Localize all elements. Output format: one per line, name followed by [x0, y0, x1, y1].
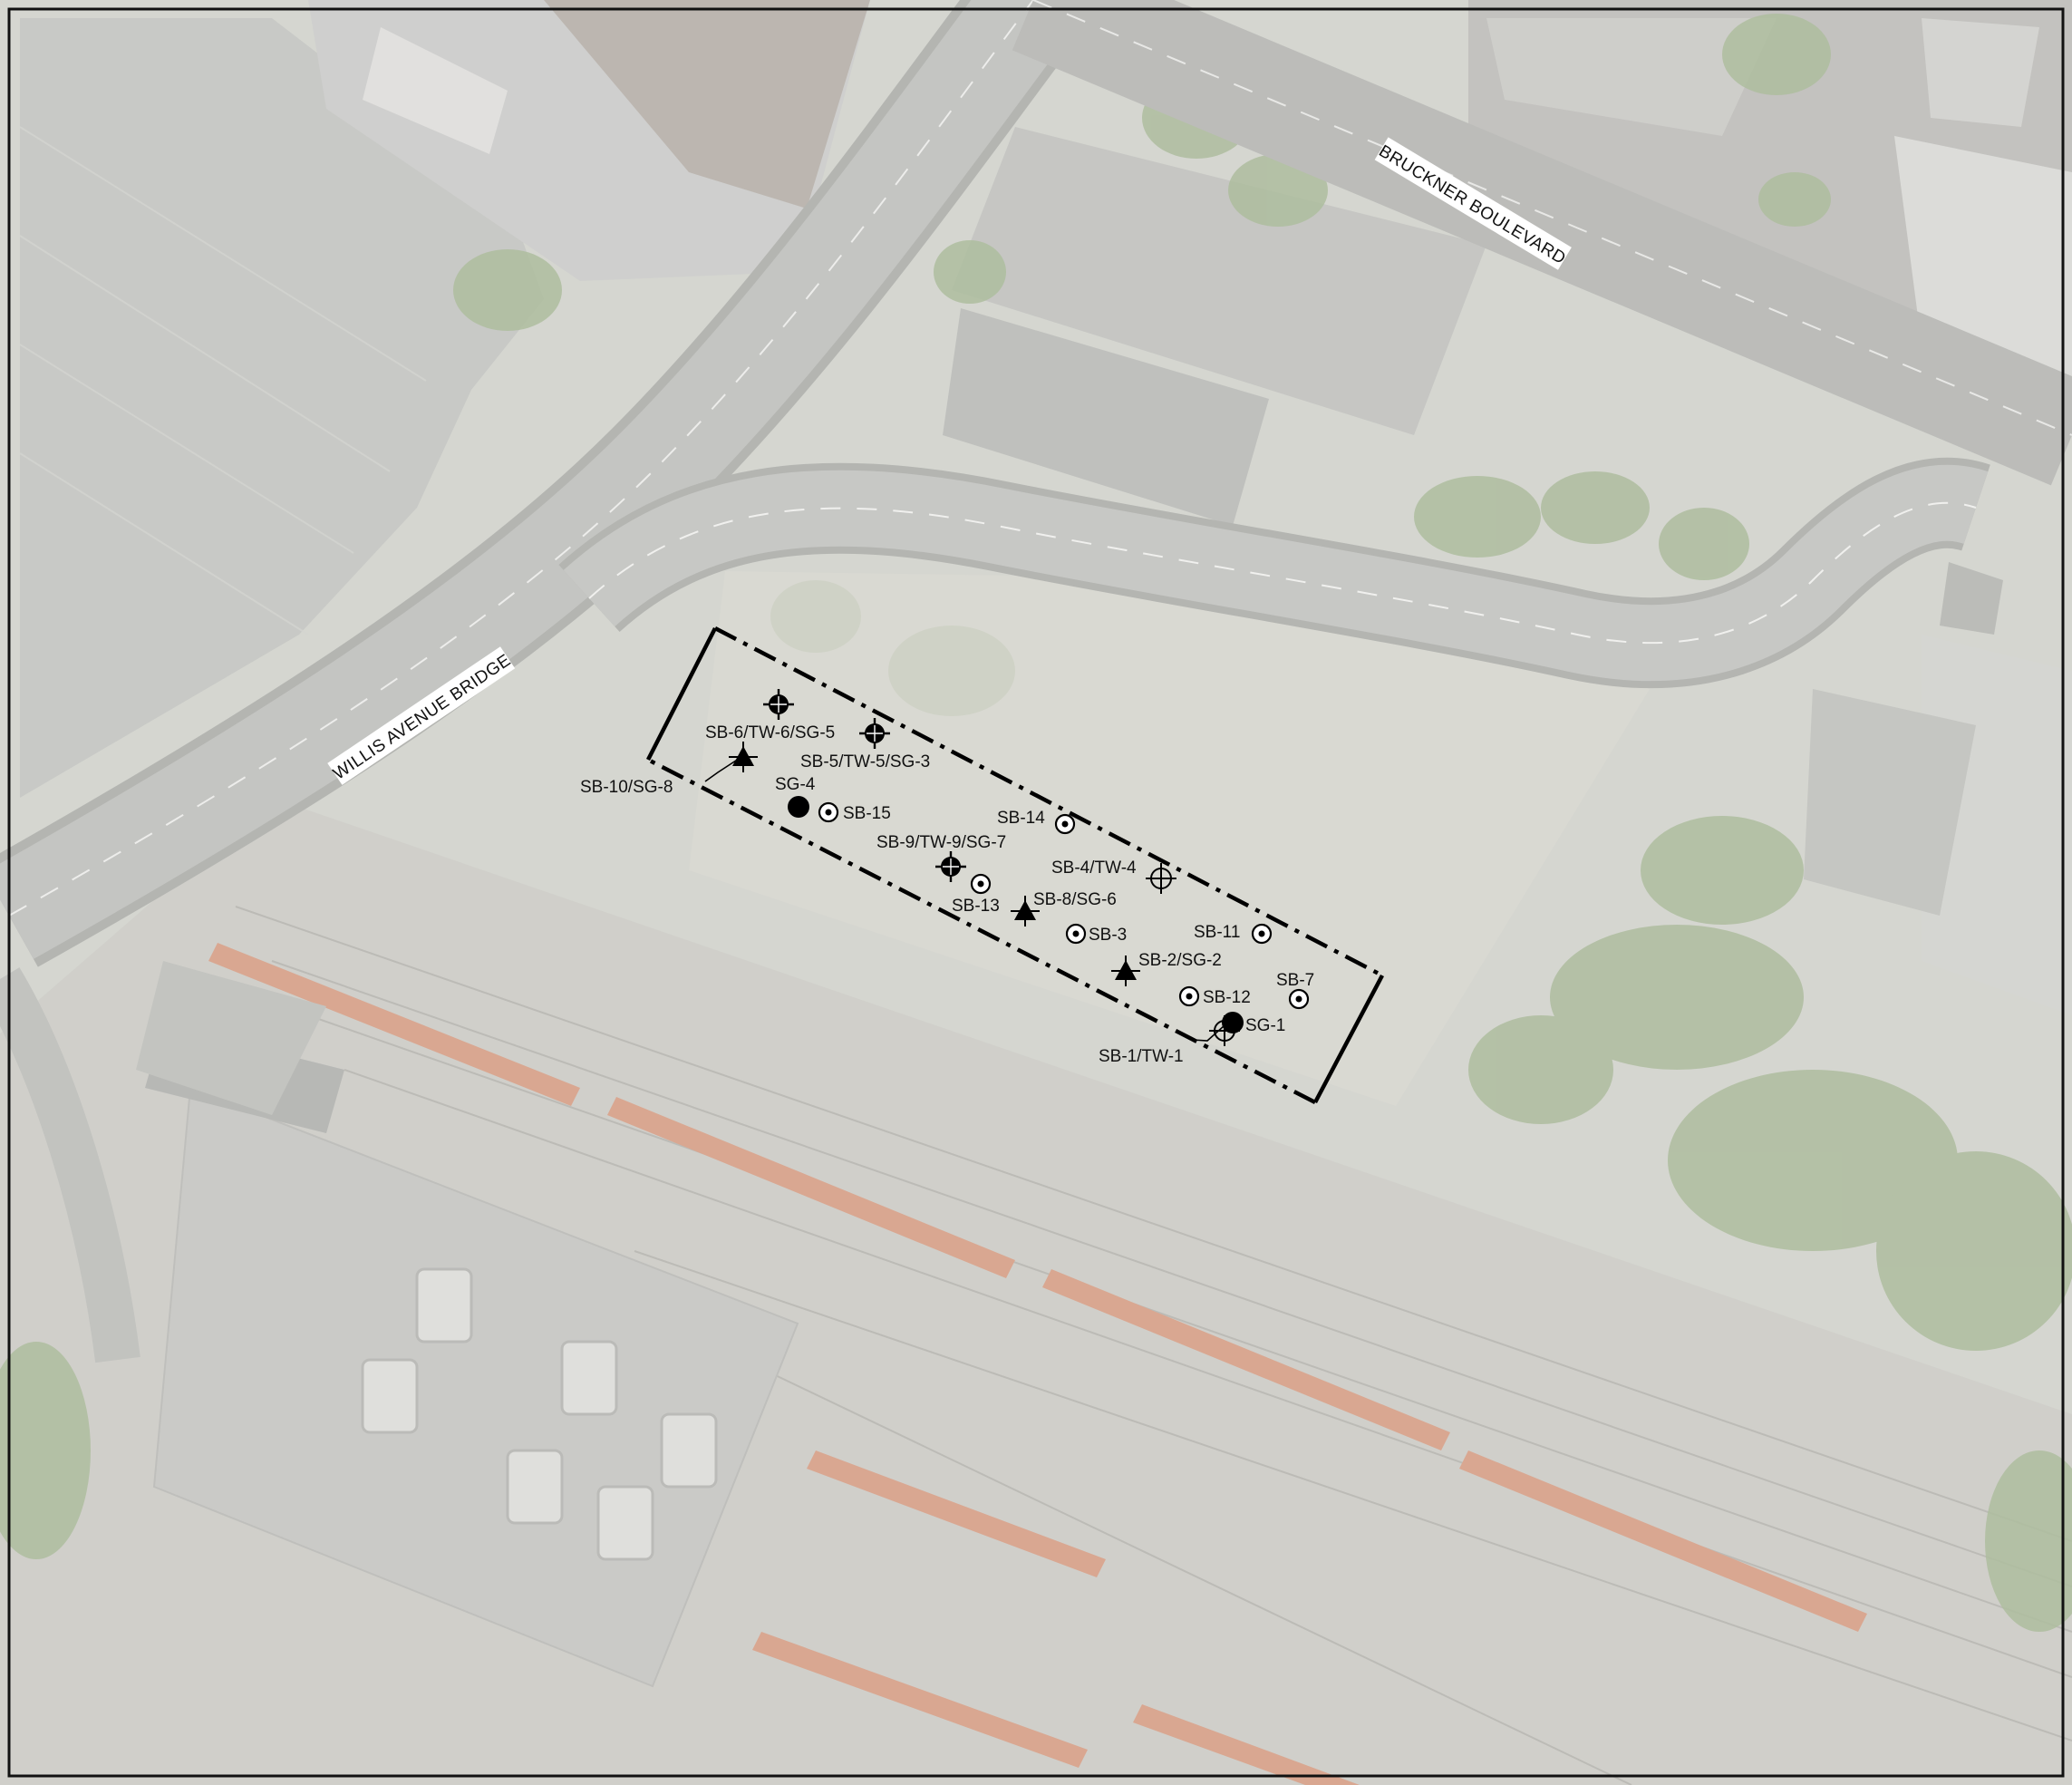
sample-label-sb5: SB-5/TW-5/SG-3: [800, 752, 930, 771]
sample-label-sb8: SB-8/SG-6: [1033, 890, 1117, 909]
sample-marker-sb13: [970, 873, 992, 895]
sample-label-sb14: SB-14: [997, 809, 1045, 828]
sample-marker-sg4: [788, 796, 809, 818]
sample-label-sg4: SG-4: [775, 775, 816, 794]
sample-label-sb12: SB-12: [1203, 988, 1251, 1007]
sample-marker-sb3: [1065, 923, 1087, 945]
sample-marker-sb14: [1054, 813, 1076, 835]
bridge-ramp: [558, 457, 1990, 689]
sample-label-sb3: SB-3: [1089, 926, 1127, 945]
site-boundary: [645, 626, 1384, 1105]
site-lot: [689, 571, 1650, 1106]
sample-marker-sb11: [1251, 923, 1273, 945]
parking-lot: [20, 18, 544, 798]
bruckner-roadway: [1012, 0, 2072, 486]
sample-label-sb4: SB-4/TW-4: [1051, 859, 1137, 878]
sample-label-sb13: SB-13: [952, 897, 1000, 916]
map-frame: [7, 7, 2065, 1778]
sample-label-sb9: SB-9/TW-9/SG-7: [876, 833, 1006, 852]
vegetation: [0, 14, 2072, 1632]
sample-marker-sb15: [818, 801, 839, 823]
willis-bridge-roadway: [0, 0, 1081, 967]
rooftop-units: [361, 1267, 718, 1561]
sample-label-sb2: SB-2/SG-2: [1138, 951, 1222, 970]
sample-label-sb6: SB-6/TW-6/SG-5: [705, 723, 835, 742]
sample-marker-sb7: [1288, 988, 1310, 1010]
sample-label-sb1: SB-1/TW-1: [1099, 1047, 1184, 1066]
railcars: [208, 943, 1867, 1785]
sample-marker-sb12: [1178, 985, 1200, 1007]
sample-label-sg1: SG-1: [1245, 1016, 1285, 1035]
sample-label-sb10: SB-10/SG-8: [580, 778, 673, 797]
sample-label-sb15: SB-15: [843, 804, 891, 823]
sample-label-sb11: SB-11: [1194, 923, 1240, 942]
warehouse-north: [952, 127, 1486, 435]
sample-label-sb7: SB-7: [1276, 971, 1314, 990]
sample-points: SB-6/TW-6/SG-5 SB-5/TW-5/SG-3 SB-10/SG-8…: [580, 687, 1314, 1066]
